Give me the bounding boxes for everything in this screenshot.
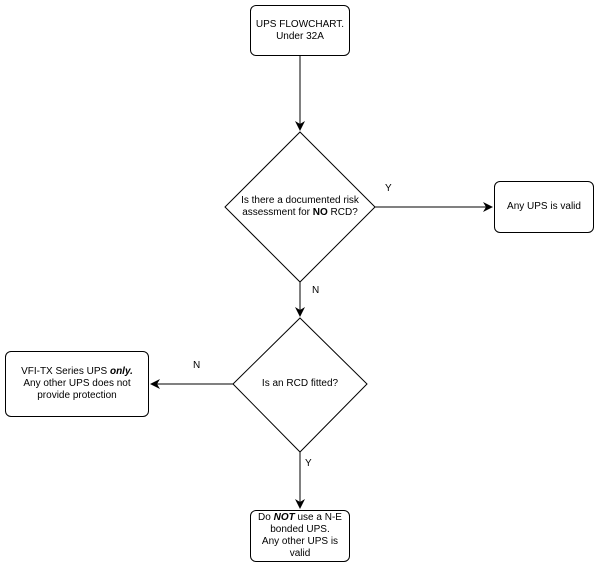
start-subtitle: Under 32A	[276, 30, 324, 42]
any-ups-valid-text: Any UPS is valid	[507, 201, 581, 212]
do-not-use-line1-pre: Do	[258, 512, 274, 523]
do-not-use-line2: bonded UPS.	[270, 524, 330, 535]
risk-decision-line2-bold: NO	[312, 207, 328, 218]
start-node: UPS FLOWCHART. Under 32A	[250, 5, 350, 56]
do-not-use-line4: valid	[289, 548, 311, 559]
risk-decision-line2-pre: assessment for	[242, 207, 313, 218]
risk-decision-line2-post: RCD?	[327, 207, 358, 218]
edge-label-risk-yes: Y	[385, 183, 392, 194]
do-not-use-line1-emph: NOT	[273, 512, 295, 523]
vfi-tx-line1-pre: VFI-TX Series UPS	[21, 366, 110, 377]
do-not-use-line1-post: use a N-E	[294, 512, 342, 523]
vfi-tx-node: VFI-TX Series UPS only. Any other UPS do…	[5, 351, 149, 417]
edge-label-rcd-yes: Y	[305, 458, 312, 469]
rcd-decision-text: Is an RCD fitted?	[261, 378, 339, 389]
edge-label-rcd-no: N	[193, 360, 201, 371]
vfi-tx-line2: Any other UPS does not	[23, 378, 131, 389]
start-title: UPS FLOWCHART.	[255, 18, 345, 30]
vfi-tx-line1-emph: only.	[109, 366, 133, 377]
rcd-decision-label: Is an RCD fitted?	[233, 377, 367, 391]
do-not-use-node: Do NOT use a N-E bonded UPS. Any other U…	[250, 510, 350, 562]
risk-decision-line1: Is there a documented risk	[241, 195, 359, 206]
edge-label-risk-no: N	[312, 285, 320, 296]
risk-decision-label: Is there a documented risk assessment fo…	[225, 190, 375, 224]
vfi-tx-line3: provide protection	[37, 390, 117, 401]
any-ups-valid-node: Any UPS is valid	[494, 181, 594, 233]
do-not-use-line3: Any other UPS is	[261, 536, 339, 547]
